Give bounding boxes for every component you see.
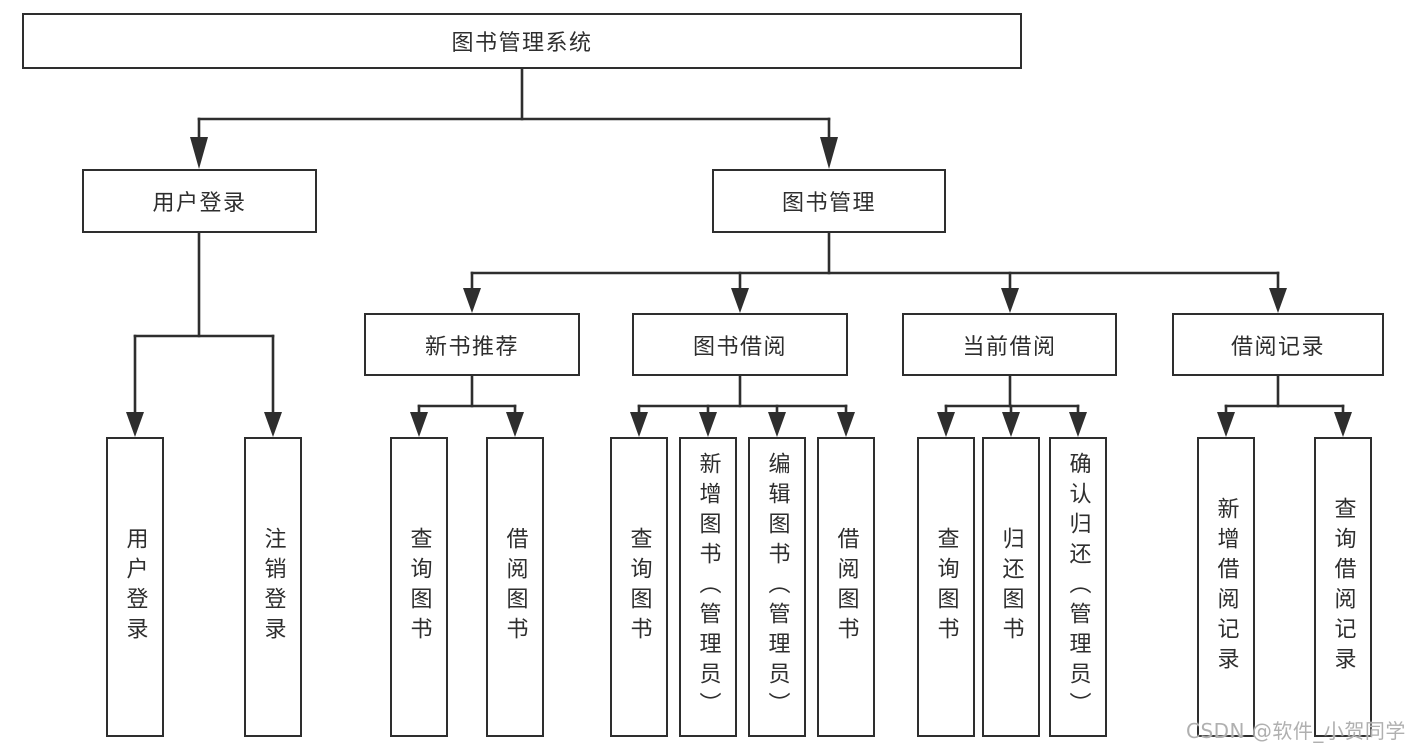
arrowhead [1334, 412, 1352, 437]
node-leaf-bb-query-books-label: 查询图书 [626, 527, 652, 647]
node-leaf-nb-borrow-books-label: 借阅图书 [502, 527, 528, 647]
node-leaf-br-add-record: 新增借阅记录 [1197, 437, 1255, 737]
node-leaf-cb-query-books: 查询图书 [917, 437, 975, 737]
arrowhead [731, 288, 749, 313]
node-user-login: 用户登录 [82, 169, 317, 233]
arrowhead [820, 137, 838, 169]
node-book-mgmt: 图书管理 [712, 169, 946, 233]
node-book-borrow-label: 图书借阅 [692, 334, 787, 360]
arrowhead [463, 288, 481, 313]
node-leaf-bb-edit-book-admin-label: 编辑图书（管理员） [764, 452, 790, 722]
node-leaf-cb-confirm-return-admin-label: 确认归还（管理员） [1065, 452, 1091, 722]
node-leaf-nb-query-books: 查询图书 [390, 437, 448, 737]
node-leaf-bb-add-book-admin-label: 新增图书（管理员） [695, 452, 721, 722]
arrowhead [410, 412, 428, 437]
node-leaf-cb-return-books: 归还图书 [982, 437, 1040, 737]
node-new-book-recommend-label: 新书推荐 [424, 334, 519, 360]
node-current-borrow-label: 当前借阅 [962, 334, 1057, 360]
node-current-borrow: 当前借阅 [902, 313, 1117, 376]
arrowhead [768, 412, 786, 437]
node-user-login-label: 用户登录 [152, 191, 247, 216]
node-leaf-br-add-record-label: 新增借阅记录 [1213, 497, 1239, 677]
node-root: 图书管理系统 [22, 13, 1022, 69]
arrowhead [1269, 288, 1287, 313]
arrowheads [126, 137, 1352, 437]
arrowhead [190, 137, 208, 169]
node-book-mgmt-label: 图书管理 [781, 191, 876, 216]
node-leaf-nb-query-books-label: 查询图书 [406, 527, 432, 647]
arrowhead [1217, 412, 1235, 437]
node-borrow-records-label: 借阅记录 [1230, 334, 1325, 360]
arrowhead [126, 412, 144, 437]
node-leaf-bb-borrow-books-label: 借阅图书 [833, 527, 859, 647]
node-leaf-cb-query-books-label: 查询图书 [933, 527, 959, 647]
node-leaf-cb-confirm-return-admin: 确认归还（管理员） [1049, 437, 1107, 737]
node-book-borrow: 图书借阅 [632, 313, 848, 376]
node-leaf-bb-query-books: 查询图书 [610, 437, 668, 737]
node-leaf-br-query-record: 查询借阅记录 [1314, 437, 1372, 737]
arrowhead [1069, 412, 1087, 437]
node-leaf-cb-return-books-label: 归还图书 [998, 527, 1024, 647]
arrowhead [1001, 288, 1019, 313]
node-new-book-recommend: 新书推荐 [364, 313, 580, 376]
node-leaf-user-login: 用户登录 [106, 437, 164, 737]
node-leaf-bb-edit-book-admin: 编辑图书（管理员） [748, 437, 806, 737]
arrowhead [506, 412, 524, 437]
arrowhead [699, 412, 717, 437]
node-leaf-logout: 注销登录 [244, 437, 302, 737]
node-leaf-logout-label: 注销登录 [260, 527, 286, 647]
node-leaf-user-login-label: 用户登录 [122, 527, 148, 647]
arrowhead [937, 412, 955, 437]
arrowhead [1002, 412, 1020, 437]
csdn-watermark: CSDN @软件_小贺同学 [1186, 719, 1405, 743]
node-leaf-bb-borrow-books: 借阅图书 [817, 437, 875, 737]
node-root-label: 图书管理系统 [451, 31, 593, 56]
node-leaf-br-query-record-label: 查询借阅记录 [1330, 497, 1356, 677]
node-leaf-bb-add-book-admin: 新增图书（管理员） [679, 437, 737, 737]
arrowhead [630, 412, 648, 437]
arrowhead [837, 412, 855, 437]
node-borrow-records: 借阅记录 [1172, 313, 1384, 376]
arrowhead [264, 412, 282, 437]
node-leaf-nb-borrow-books: 借阅图书 [486, 437, 544, 737]
